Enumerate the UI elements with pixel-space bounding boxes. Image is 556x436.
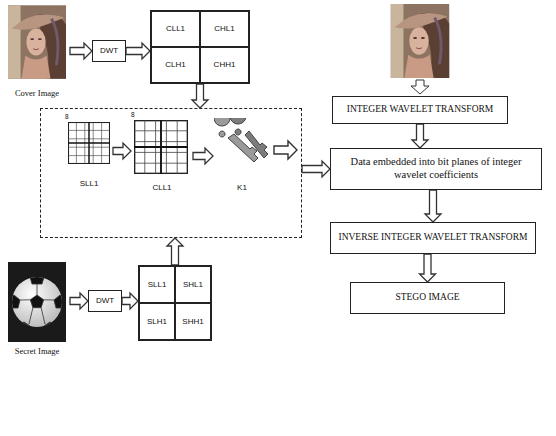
subband-grid: SLL1 SHL1SLH1 SHH1 [138,265,212,341]
image-caption: Cover Image [15,88,59,98]
subband-label: SLL1 [148,280,167,290]
block-grid-label: 8CLL1 [131,111,193,193]
subband-label: CHH1 [214,60,236,70]
cover-photo [391,4,449,78]
subband-label: CLL1 [166,24,185,34]
image-caption: Secret Image [15,346,60,356]
secret-photo [8,262,66,342]
flow-arrow [167,238,183,265]
process-box: INVERSE INTEGER WAVELET TRANSFORM [330,222,536,254]
subband-cell: CHL1 [200,11,249,47]
process-box: STEGO IMAGE [350,282,505,314]
flow-arrow [412,124,428,148]
flow-arrow [70,293,88,309]
dwt-box: DWT [88,290,122,312]
subband-grid: CLL1 CHL1CLH1 CHH1 [150,10,250,84]
subband-cell: SLL1 [139,266,175,303]
cover-photo [8,5,66,78]
block-grid-label: 8SLL1 [65,113,113,189]
flow-arrow [113,143,131,159]
key-icon [214,108,268,162]
cover-image: Cover Image [4,2,70,98]
block-label: CLL1 [131,183,193,193]
flow-arrow [126,43,150,59]
subband-label: SLH1 [147,317,167,327]
flow-arrow [420,254,436,282]
box-text: INTEGER WAVELET TRANSFORM [347,104,494,115]
process-box: INTEGER WAVELET TRANSFORM [332,96,508,124]
flow-arrow [122,293,138,309]
flow-arrow [411,80,429,94]
subband-cell: CHH1 [200,47,249,83]
box-text: STEGO IMAGE [395,292,459,303]
block-grid [134,120,188,174]
subband-label: CLH1 [165,60,185,70]
box-text: Data embedded into bit planes of integer… [336,156,536,181]
subband-cell: SHH1 [175,303,211,340]
block-label: SLL1 [65,179,113,189]
box-text: INVERSE INTEGER WAVELET TRANSFORM [338,232,527,243]
flow-arrow [302,161,330,177]
flow-arrow [193,148,213,164]
box-text: DWT [96,296,114,306]
flow-arrow [70,43,92,59]
subband-label: SHL1 [183,280,203,290]
subband-label: CHL1 [214,24,234,34]
subband-cell: CLL1 [151,11,200,47]
key-label: K1 [213,183,271,193]
flow-arrow [425,190,441,222]
subband-label: SHH1 [182,317,203,327]
subband-cell: SHL1 [175,266,211,303]
box-text: DWT [100,46,118,56]
flow-arrow [274,141,297,159]
block-grid [68,122,110,164]
flow-arrow [192,84,208,108]
embedding-group: 8SLL18CLL1K1 [40,108,302,238]
subband-cell: SLH1 [139,303,175,340]
secret-image: Secret Image [4,260,70,356]
process-box: Data embedded into bit planes of integer… [330,148,542,190]
subband-cell: CLH1 [151,47,200,83]
dwt-box: DWT [92,40,126,62]
corner-mark: 8 [131,111,135,119]
key-label: K1 [213,119,271,193]
corner-mark: 8 [65,113,69,121]
